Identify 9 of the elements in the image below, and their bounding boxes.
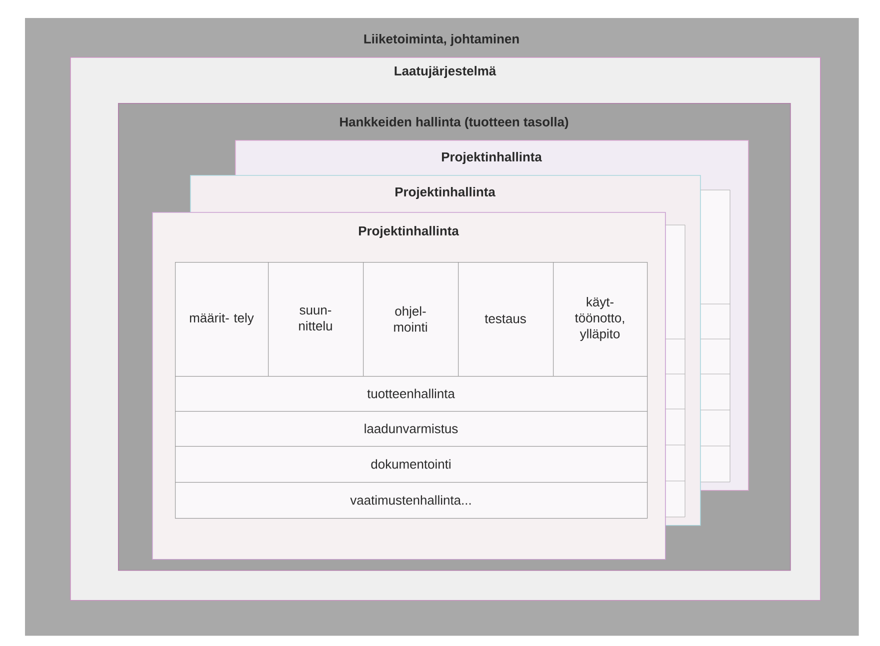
phase-cell: testaus bbox=[458, 262, 554, 377]
phase-cell: suun- nittelu bbox=[268, 262, 364, 377]
activity-row: dokumentointi bbox=[175, 446, 648, 483]
phase-cell: käyt- töönotto, ylläpito bbox=[553, 262, 648, 377]
phase-cell: ohjel- mointi bbox=[363, 262, 459, 377]
activity-row: laadunvarmistus bbox=[175, 411, 648, 447]
activity-row: tuotteenhallinta bbox=[175, 376, 648, 412]
activity-row: vaatimustenhallinta... bbox=[175, 482, 648, 519]
phase-cell: määrit- tely bbox=[175, 262, 269, 377]
